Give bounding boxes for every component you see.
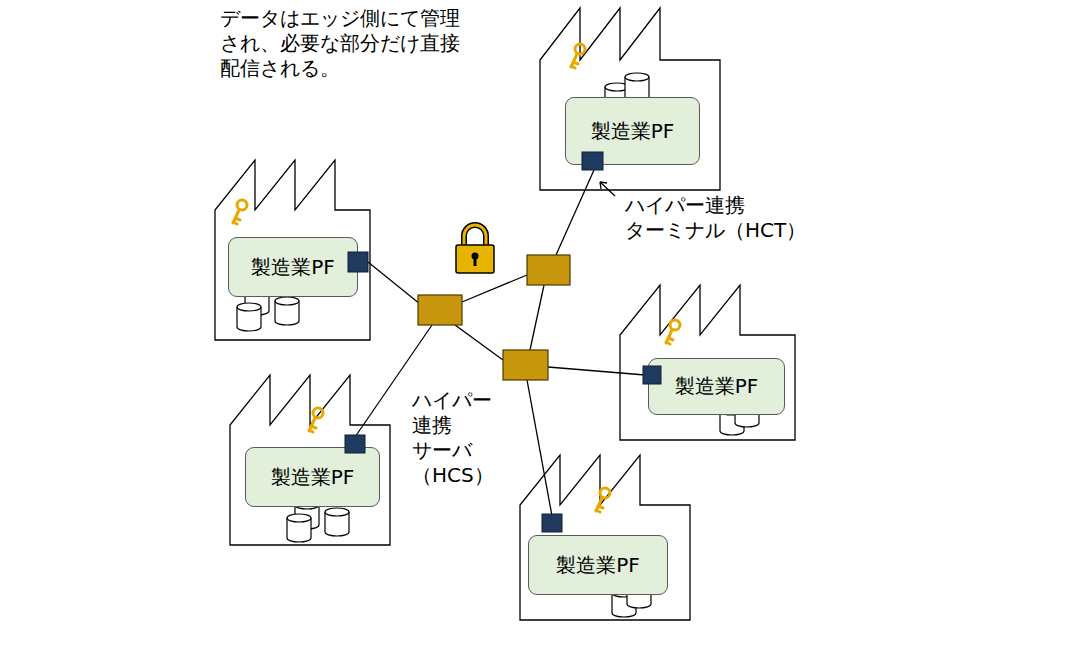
box-label: 製造業PF — [271, 464, 355, 491]
platform-box: 製造業PF — [528, 535, 668, 595]
callout-label: ハイパー 連携 サーバ （HCS） — [412, 388, 502, 488]
factory-outline — [215, 8, 795, 620]
box-label: 製造業PF — [591, 118, 675, 145]
note-text: データはエッジ側にて管理 され、必要な部分だけ直接 配信される。 — [220, 6, 485, 81]
box-label: 製造業PF — [251, 254, 335, 281]
platform-box: 製造業PF — [648, 358, 785, 415]
box-label: 製造業PF — [675, 373, 759, 400]
box-label: 製造業PF — [556, 552, 640, 579]
platform-box: 製造業PF — [228, 237, 358, 297]
lock-icon — [456, 225, 494, 273]
platform-box: 製造業PF — [565, 97, 700, 165]
hcs-server — [418, 255, 570, 380]
network-wires — [355, 170, 645, 516]
platform-box: 製造業PF — [245, 447, 380, 507]
database-cylinders — [237, 73, 759, 617]
callout-label: ハイパー連携 ターミナル（HCT） — [625, 193, 825, 243]
